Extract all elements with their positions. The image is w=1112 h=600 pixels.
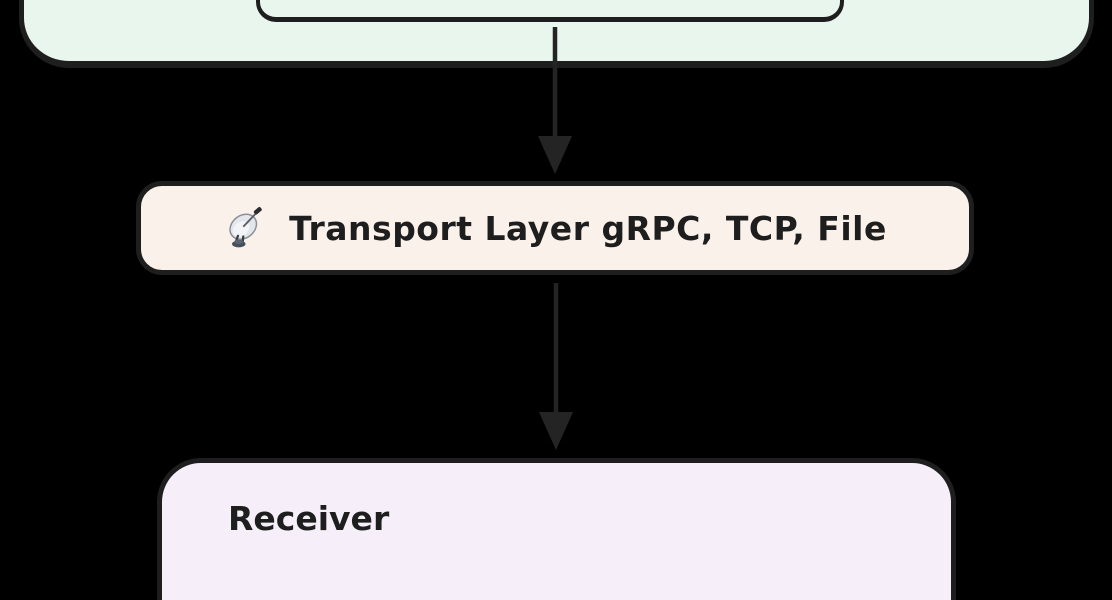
satellite-antenna-icon [223, 202, 271, 254]
arrow-transport-to-receiver [539, 283, 573, 450]
transport-box: Transport Layer gRPC, TCP, File [136, 181, 974, 275]
receiver-box-label: Receiver [228, 499, 390, 538]
receiver-box: Receiver [157, 458, 956, 600]
top-inner-box [256, 0, 844, 22]
transport-box-label: Transport Layer gRPC, TCP, File [289, 208, 887, 248]
